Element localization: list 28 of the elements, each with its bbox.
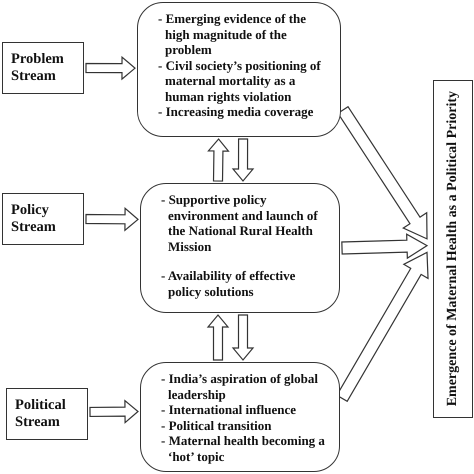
stream-box <box>6 388 88 440</box>
rounded-box <box>140 183 340 313</box>
block-arrow <box>232 138 254 182</box>
box-label: Emergence of Maternal Health as a Political Priority <box>445 91 461 407</box>
bullet-item: - Maternal health becoming a ‘hot’ topic <box>161 433 326 464</box>
rounded-box <box>140 362 340 472</box>
outcome-box <box>433 80 473 418</box>
bullet-item: - International influence <box>161 402 298 418</box>
block-arrow <box>85 56 136 80</box>
block-arrow <box>85 207 139 232</box>
bullet-item: - Political transition <box>161 418 272 433</box>
block-arrow <box>89 399 139 424</box>
bullet-item: - Supportive policy environment and launch of the National Rural Health Mission <box>161 192 319 254</box>
bullet-item: - Increasing media coverage <box>158 104 314 120</box>
bullet-item: - India’s aspiration of global leadership <box>161 371 319 402</box>
box-label: Political Stream <box>15 397 67 431</box>
block-arrow <box>206 314 230 361</box>
bullet-item: - Emerging evidence of the high magnitude of the problem <box>158 11 308 58</box>
bullet-item: - Availability of effective policy solutions <box>161 268 296 299</box>
rounded-box <box>137 2 341 137</box>
bullet-item: - Civil society’s positioning of maternal mortality as a human rights violation <box>158 58 322 104</box>
stream-box <box>2 193 84 245</box>
block-arrow <box>207 138 230 182</box>
box-label: Policy Stream <box>11 202 57 236</box>
box-label: Problem Stream <box>11 51 65 85</box>
block-arrow <box>341 233 428 260</box>
stream-box <box>2 42 84 94</box>
block-arrow <box>232 314 254 361</box>
